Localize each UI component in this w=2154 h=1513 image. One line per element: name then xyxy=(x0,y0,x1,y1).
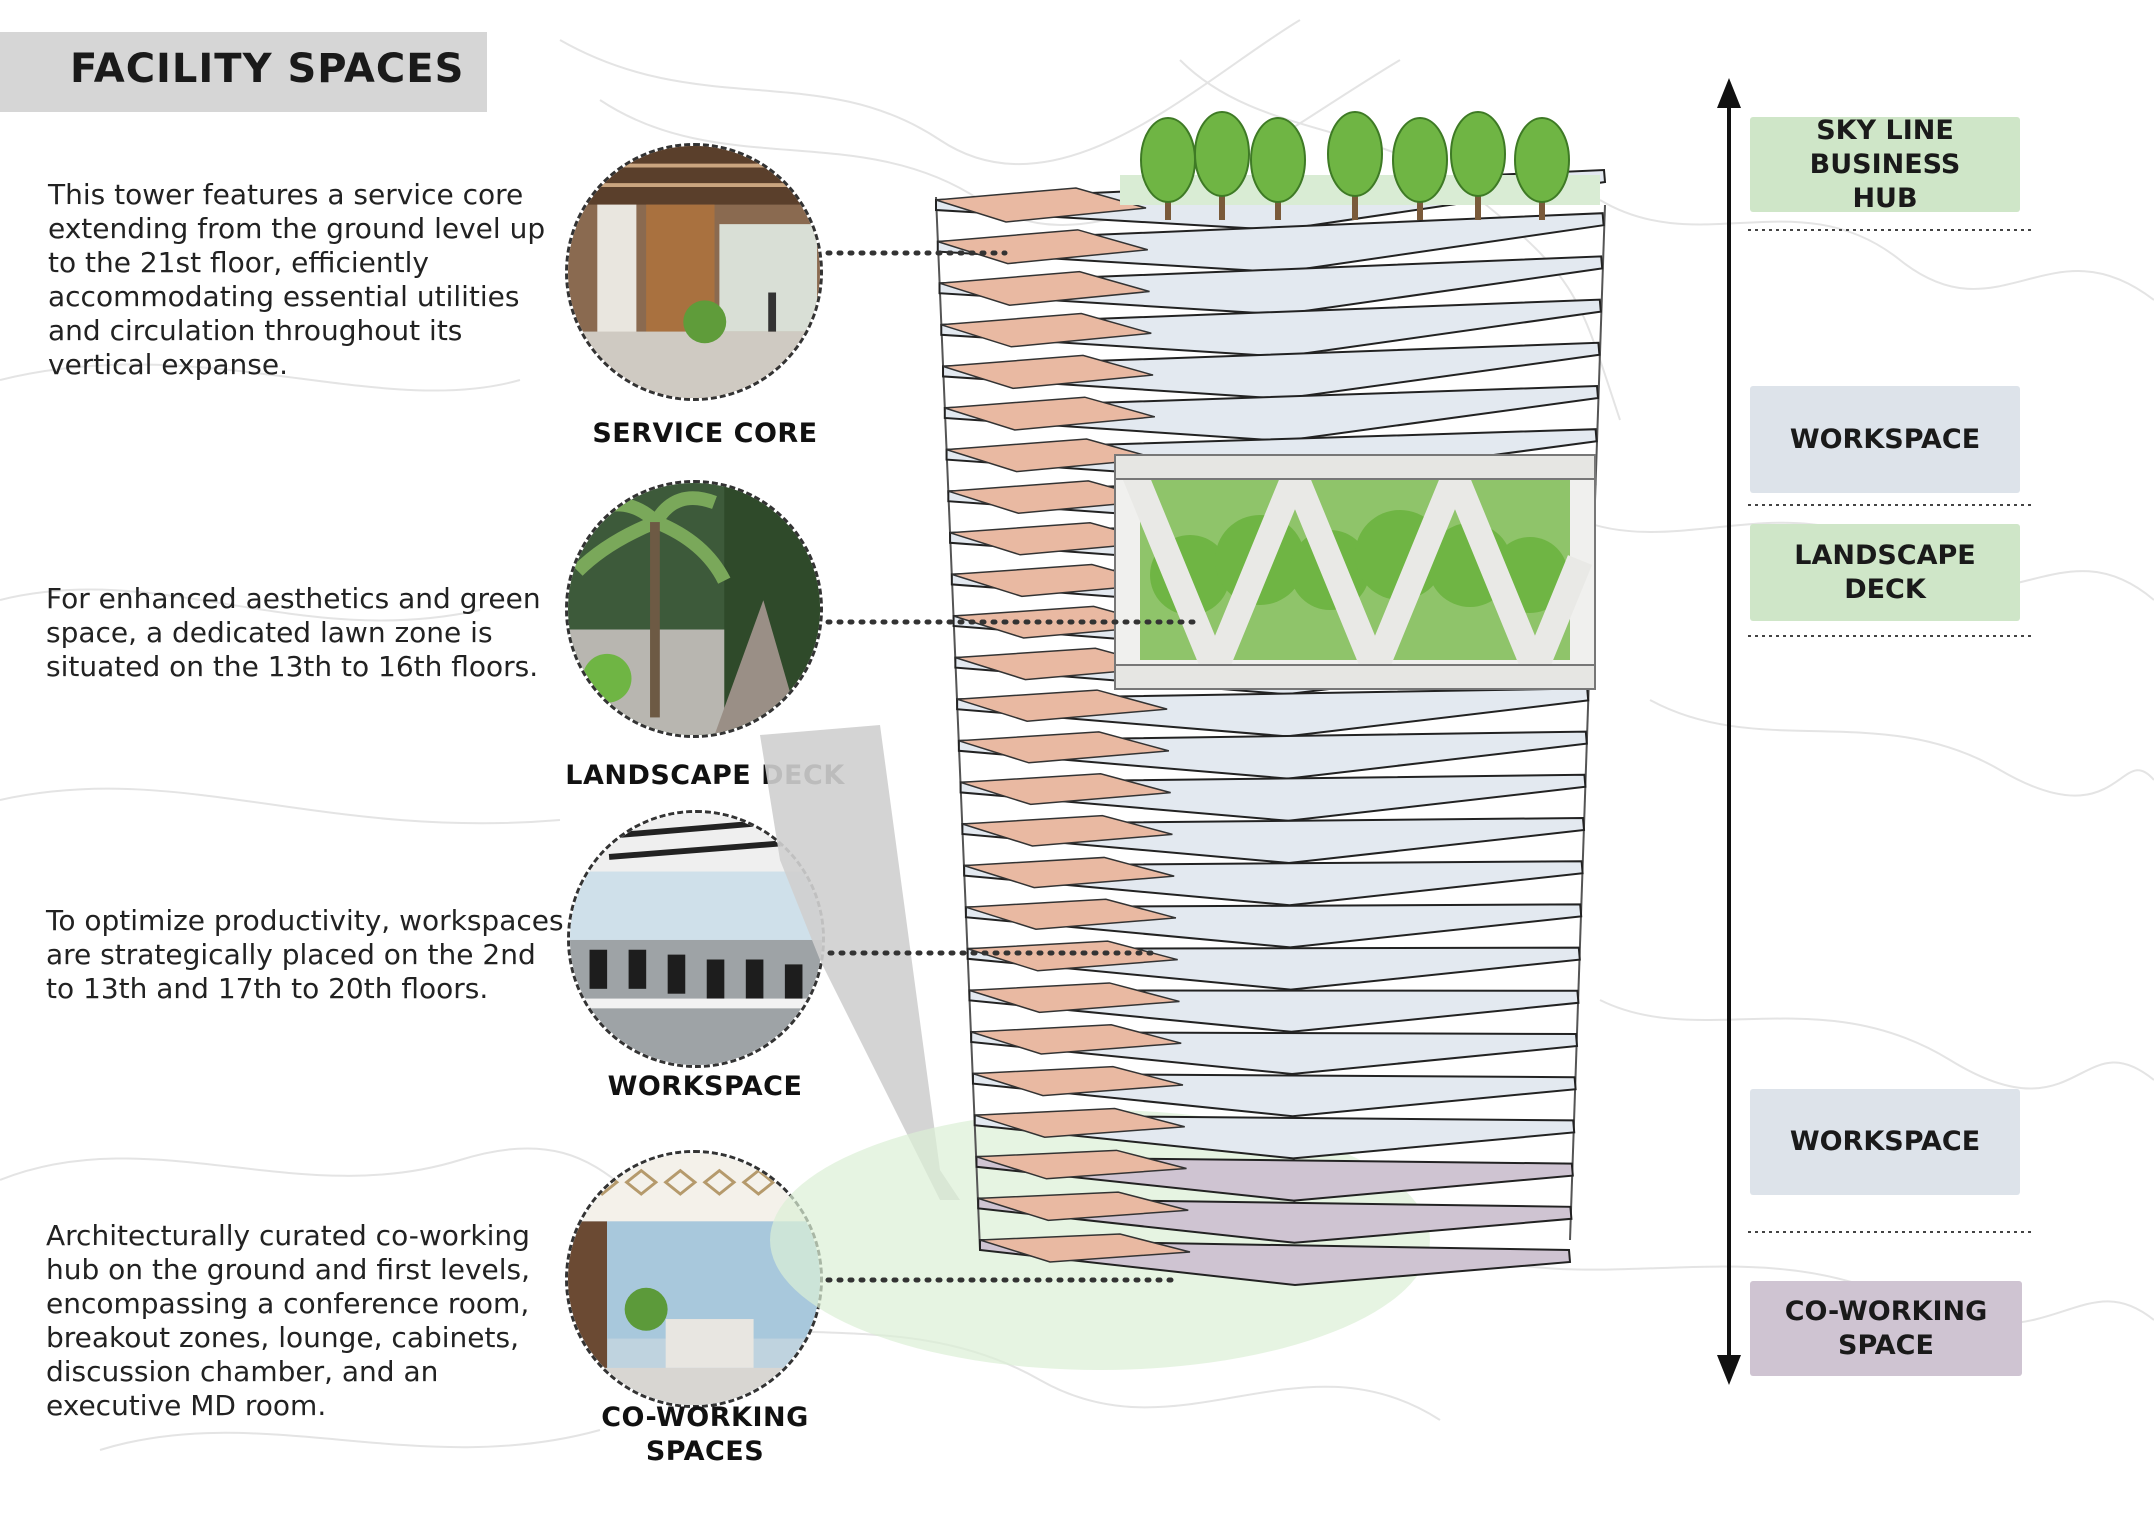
zone-skyline-line2: HUB xyxy=(1852,182,1918,214)
floor-slab xyxy=(943,384,1600,443)
landscape-deck-photo xyxy=(565,480,823,738)
coworking-label: CO-WORKING SPACES xyxy=(560,1401,850,1469)
tree-trunk xyxy=(1219,175,1225,220)
service-core-zone xyxy=(942,354,1154,390)
zone-landscape-deck: LANDSCAPE DECK xyxy=(1750,524,2020,621)
tree-icon xyxy=(1450,111,1506,197)
zone-skyline-line1: SKY LINE BUSINESS xyxy=(1809,114,1961,180)
tree-trunk xyxy=(1352,175,1358,220)
title-box: FACILITY SPACES xyxy=(0,32,487,112)
zone-coworking-space: CO-WORKING SPACE xyxy=(1750,1281,2022,1376)
tree-icon xyxy=(1514,117,1570,203)
tree-trunk xyxy=(1475,175,1481,220)
service-core-zone xyxy=(976,1149,1187,1180)
tree-icon xyxy=(1140,117,1196,203)
tree-icon xyxy=(1194,111,1250,197)
floor-slab xyxy=(942,341,1601,400)
service-core-zone xyxy=(956,689,1168,722)
page-title: FACILITY SPACES xyxy=(70,46,465,92)
landscape-deck-frame xyxy=(1114,454,1596,690)
workspace-description: To optimize productivity, workspaces are… xyxy=(46,904,564,1005)
zone-landscape-line2: DECK xyxy=(1844,573,1926,605)
service-core-zone xyxy=(963,856,1175,889)
service-core-zone xyxy=(944,396,1156,431)
service-core-zone xyxy=(979,1233,1191,1263)
workspace-label: WORKSPACE xyxy=(607,1071,803,1102)
service-core-zone xyxy=(972,1065,1184,1097)
tree-icons xyxy=(1140,111,1570,220)
coworking-label-line2: SPACES xyxy=(645,1436,765,1467)
service-core-description: This tower features a service core exten… xyxy=(48,178,546,381)
zone-workspace-upper-label: WORKSPACE xyxy=(1789,423,1981,455)
zone-landscape-line1: LANDSCAPE xyxy=(1794,539,1976,571)
coworking-label-line1: CO-WORKING xyxy=(601,1402,809,1433)
floor-slab xyxy=(940,298,1602,358)
tree-icon xyxy=(1392,117,1448,203)
zone-workspace-lower-label: WORKSPACE xyxy=(1789,1126,1981,1157)
zone-skyline-hub: SKY LINE BUSINESS HUB xyxy=(1750,114,2020,214)
service-core-zone xyxy=(969,982,1180,1014)
service-core-label: SERVICE CORE xyxy=(592,418,818,449)
service-core-zone xyxy=(965,898,1177,930)
service-core-zone xyxy=(967,940,1178,972)
service-core-zone xyxy=(941,312,1152,348)
workspace-photo xyxy=(567,810,825,1068)
service-core-zone xyxy=(960,773,1171,806)
service-core-zone xyxy=(935,187,1147,223)
zone-coworking-line1: CO-WORKING xyxy=(1784,1295,1988,1327)
service-core-zone xyxy=(962,814,1173,847)
service-core-zone xyxy=(958,731,1170,764)
zone-workspace-upper: WORKSPACE xyxy=(1750,386,2020,493)
service-core-zone xyxy=(970,1024,1182,1055)
floor-slab xyxy=(938,255,1604,316)
coworking-description: Architecturally curated co-working hub o… xyxy=(46,1219,531,1422)
floor-slabs xyxy=(935,168,1607,1287)
zone-coworking-line2: SPACE xyxy=(1838,1329,1934,1361)
height-axis xyxy=(1717,78,2035,1385)
service-core-zone xyxy=(974,1107,1185,1138)
leader-lines xyxy=(825,250,1203,1283)
landscape-description: For enhanced aesthetics and green space,… xyxy=(46,582,541,683)
floor-slab xyxy=(936,212,1605,274)
zone-workspace-lower: WORKSPACE xyxy=(1750,1089,2020,1195)
service-core-photo xyxy=(565,143,823,401)
tree-icon xyxy=(1250,117,1306,203)
service-core-zone xyxy=(939,270,1150,306)
tree-icon xyxy=(1327,111,1383,197)
service-core-zone xyxy=(978,1191,1189,1222)
service-core-zone xyxy=(937,229,1148,265)
